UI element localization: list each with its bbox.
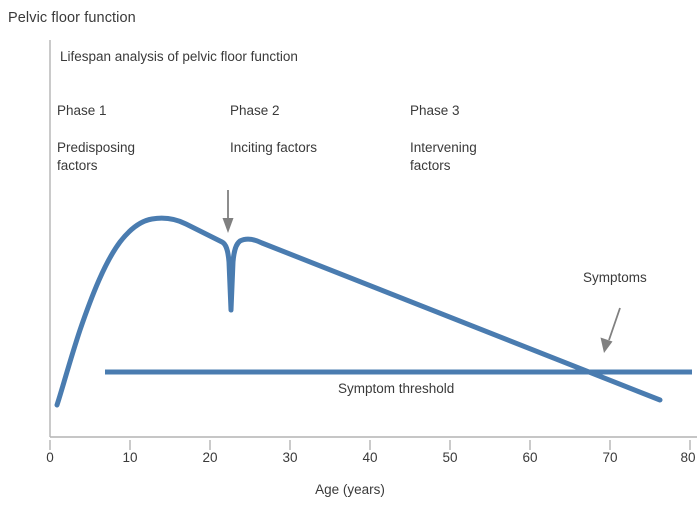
x-tick-label-50: 50 <box>442 450 458 465</box>
phase-1-name: Phase 1 <box>57 102 107 118</box>
phase-3-label: Phase 3 Intervening factors <box>410 83 477 194</box>
phase-2-label: Phase 2 Inciting factors <box>230 83 317 176</box>
x-axis-label: Age (years) <box>315 482 385 497</box>
x-tick-label-20: 20 <box>202 450 218 465</box>
phase-3-description: Intervening factors <box>410 139 477 174</box>
pelvic-floor-function-curve <box>54 215 663 408</box>
symptom-threshold-annotation: Symptom threshold <box>338 381 455 396</box>
x-axis-ticks <box>49 440 691 450</box>
x-tick-label-80: 80 <box>680 450 696 465</box>
phase-2-description: Inciting factors <box>230 139 318 155</box>
x-tick-label-60: 60 <box>522 450 538 465</box>
x-tick-label-40: 40 <box>362 450 378 465</box>
phase-3-name: Phase 3 <box>410 102 460 118</box>
phase-2-name: Phase 2 <box>230 102 280 118</box>
figure-caption: Pelvic floor function <box>8 10 136 26</box>
symptoms-annotation: Symptoms <box>583 270 647 285</box>
inciting-event-arrow-icon <box>222 190 234 233</box>
x-tick-label-10: 10 <box>122 450 138 465</box>
phase-1-label: Phase 1 Predisposing factors <box>57 83 135 194</box>
x-tick-label-70: 70 <box>602 450 618 465</box>
x-tick-label-0: 0 <box>46 450 54 465</box>
x-tick-label-30: 30 <box>282 450 298 465</box>
symptoms-arrow-icon <box>600 307 621 353</box>
panel-title: Lifespan analysis of pelvic floor functi… <box>60 49 298 64</box>
phase-1-description: Predisposing factors <box>57 139 136 174</box>
